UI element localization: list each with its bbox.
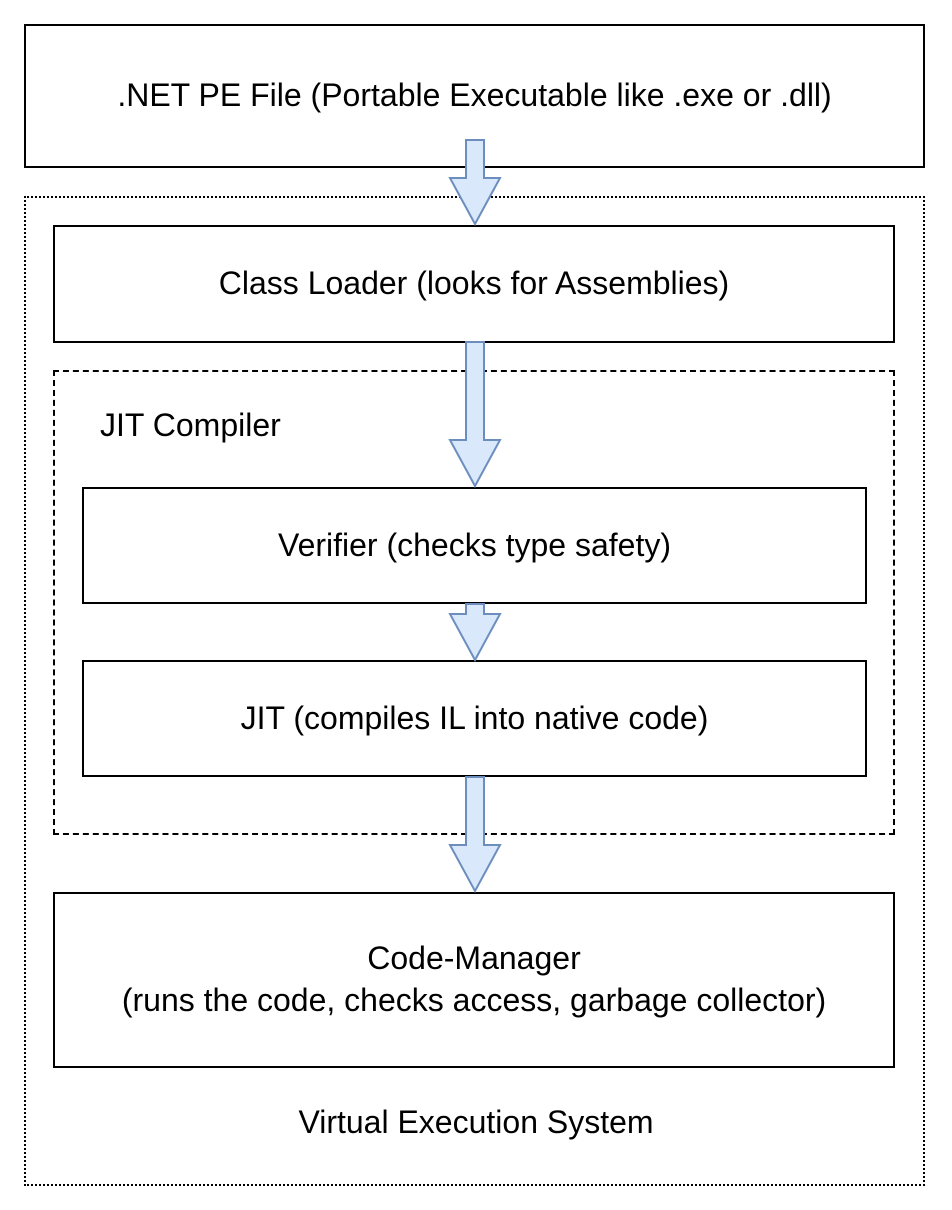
down-arrow-icon	[448, 341, 502, 489]
down-arrow-icon	[448, 603, 502, 663]
jit-compiler-label: JIT Compiler	[100, 407, 281, 443]
ves-label: Virtual Execution System	[298, 1104, 654, 1140]
code-manager-box: Code-Manager (runs the code, checks acce…	[53, 892, 895, 1068]
class-loader-box: Class Loader (looks for Assemblies)	[53, 225, 895, 343]
jit-label: JIT (compiles IL into native code)	[240, 699, 709, 736]
code-manager-title: Code-Manager	[367, 940, 581, 977]
class-loader-label: Class Loader (looks for Assemblies)	[218, 265, 730, 302]
jit-box: JIT (compiles IL into native code)	[82, 660, 867, 777]
down-arrow-icon	[448, 139, 502, 227]
verifier-label: Verifier (checks type safety)	[277, 526, 672, 563]
down-arrow-icon	[448, 776, 502, 894]
verifier-box: Verifier (checks type safety)	[82, 487, 867, 604]
code-manager-description: (runs the code, checks access, garbage c…	[121, 982, 827, 1018]
pe-file-label: .NET PE File (Portable Executable like .…	[117, 77, 832, 114]
